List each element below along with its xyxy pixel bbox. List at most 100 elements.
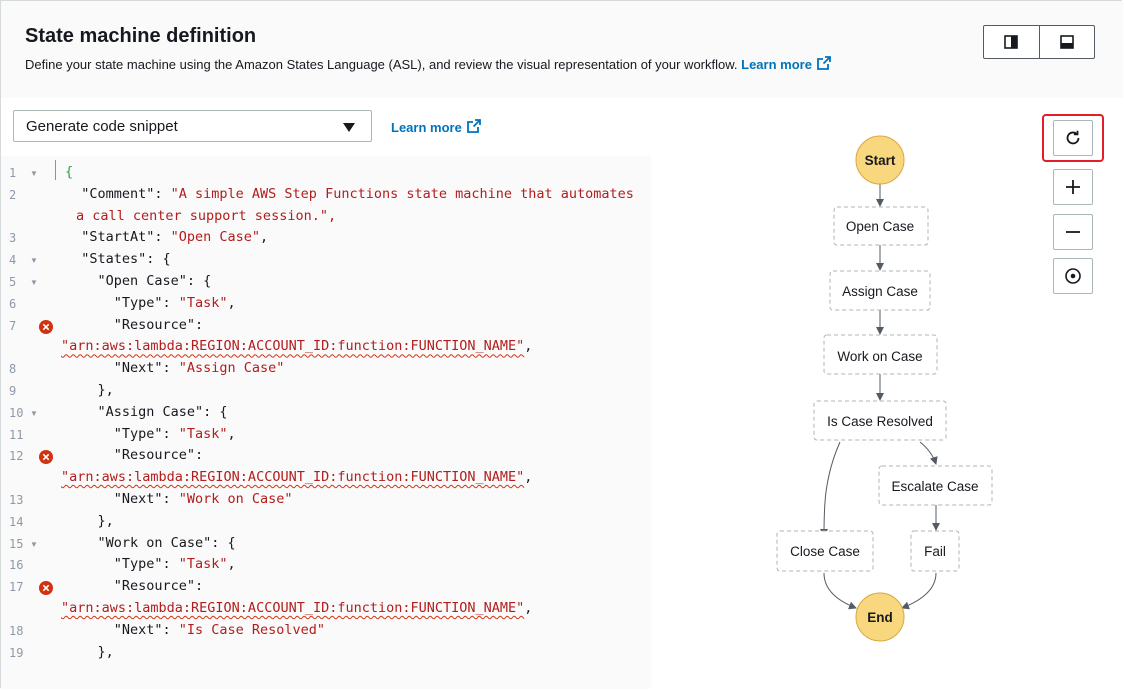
code-token: "Next":	[113, 491, 179, 507]
line-number: 8	[9, 362, 17, 377]
code-token: "Is Case Resolved"	[178, 621, 326, 638]
code-token: ,	[227, 556, 236, 573]
line-number: 12	[9, 449, 24, 464]
code-line: "arn:aws:lambda:REGION:ACCOUNT_ID:functi…	[61, 338, 532, 354]
zoom-in-icon	[1066, 180, 1080, 194]
code-token: "Assign Case"	[178, 360, 285, 377]
split-vertical-button[interactable]	[984, 26, 1039, 58]
workflow-graph: Start End Open Case Assign Case Work on …	[776, 135, 993, 642]
code-line: "Next": "Work on Case"	[114, 491, 293, 507]
snippet-learn-more-link[interactable]: Learn more	[391, 118, 482, 135]
line-number: 5	[9, 275, 17, 289]
line-number: 2	[9, 187, 17, 202]
code-editor[interactable]: 1▼{2"Comment": "A simple AWS Step Functi…	[1, 156, 651, 689]
split-horizontal-icon	[1059, 35, 1074, 49]
fold-toggle-icon[interactable]: ▼	[30, 256, 38, 266]
line-number: 15	[9, 536, 24, 551]
code-token: "Open Case": {	[97, 273, 212, 289]
error-icon[interactable]	[39, 581, 53, 596]
zoom-out-button[interactable]	[1053, 214, 1093, 250]
code-token: "Next":	[113, 360, 179, 377]
editor-toolbar: Generate code snippet Learn more	[1, 98, 651, 156]
error-icon[interactable]	[39, 319, 53, 334]
node-end-label: End	[867, 610, 893, 625]
line-number: 7	[9, 318, 17, 333]
definition-editor-pane: Generate code snippet Learn more 1▼{2"Co…	[1, 98, 653, 689]
fold-toggle-icon[interactable]: ▼	[30, 539, 38, 549]
code-token: },	[97, 382, 114, 398]
fold-toggle-icon[interactable]: ▼	[30, 169, 38, 178]
fold-toggle-icon[interactable]: ▼	[30, 278, 38, 287]
code-token: "Resource":	[113, 578, 204, 595]
node-open-case[interactable]: Open Case	[846, 219, 914, 234]
page-subtitle: Define your state machine using the Amaz…	[25, 55, 832, 72]
code-token: "Work on Case"	[178, 491, 293, 507]
external-link-icon	[466, 119, 481, 133]
code-line: "Work on Case": {	[97, 535, 235, 551]
error-icon[interactable]	[39, 450, 53, 465]
code-token: ,	[227, 425, 236, 442]
code-token: "Open Case"	[170, 229, 261, 246]
refresh-highlight-box	[1042, 114, 1104, 162]
layout-toggle-group	[983, 25, 1095, 59]
text-cursor	[55, 160, 56, 180]
node-is-case-resolved-box	[813, 400, 947, 441]
node-work-on-case-box	[823, 334, 938, 375]
center-icon	[1065, 268, 1081, 284]
code-token: "States": {	[81, 251, 171, 268]
refresh-graph-button[interactable]	[1053, 120, 1093, 156]
code-token: "Assign Case": {	[97, 403, 228, 420]
code-token: "Resource":	[113, 447, 204, 464]
line-number: 11	[9, 427, 24, 442]
code-line: "States": {	[81, 251, 170, 267]
code-token: },	[97, 512, 114, 529]
node-escalate-case[interactable]: Escalate Case	[891, 479, 978, 494]
node-end[interactable]: End	[855, 592, 905, 642]
edge-resolved-close	[820, 441, 841, 537]
code-token: "Task"	[178, 556, 228, 573]
line-number: 14	[9, 514, 24, 529]
node-is-case-resolved[interactable]: Is Case Resolved	[827, 414, 933, 429]
code-line: "Type": "Task",	[114, 426, 236, 442]
code-line: "Assign Case": {	[97, 404, 227, 420]
code-line: a call center support session.",	[76, 208, 336, 224]
node-fail[interactable]: Fail	[924, 544, 946, 559]
node-start[interactable]: Start	[855, 135, 905, 185]
code-token: "A simple AWS Step Functions state machi…	[170, 185, 634, 202]
learn-more-link[interactable]: Learn more	[741, 56, 832, 72]
edge-close-end	[823, 572, 857, 610]
code-token: "arn:aws:lambda:REGION:ACCOUNT_ID:functi…	[61, 600, 525, 616]
line-number: 10	[9, 405, 24, 420]
center-graph-button[interactable]	[1053, 258, 1093, 294]
line-number: 19	[9, 645, 24, 660]
code-line: "Next": "Assign Case"	[114, 360, 285, 376]
code-token: },	[97, 643, 114, 660]
node-assign-case-box	[829, 270, 931, 311]
fold-toggle-icon[interactable]: ▼	[30, 408, 38, 418]
code-token: ,	[227, 294, 236, 311]
node-close-case[interactable]: Close Case	[790, 544, 860, 559]
code-token: "Type":	[113, 294, 179, 311]
line-number: 16	[9, 558, 24, 573]
code-line: "StartAt": "Open Case",	[81, 229, 268, 245]
line-number: 9	[9, 384, 17, 398]
line-number: 13	[9, 493, 24, 507]
split-horizontal-button[interactable]	[1038, 26, 1095, 58]
line-number: 18	[9, 623, 24, 638]
node-work-on-case[interactable]: Work on Case	[837, 349, 922, 364]
edge-resolved-escalate	[919, 441, 938, 465]
node-escalate-case-box	[878, 465, 993, 506]
generate-code-snippet-select[interactable]: Generate code snippet	[13, 110, 372, 142]
line-number: 1	[9, 166, 17, 180]
split-vertical-icon	[1004, 35, 1019, 49]
code-line: "Next": "Is Case Resolved"	[114, 622, 325, 638]
node-assign-case[interactable]: Assign Case	[842, 284, 918, 299]
code-token: "arn:aws:lambda:REGION:ACCOUNT_ID:functi…	[61, 338, 525, 355]
caret-down-icon	[343, 123, 355, 132]
code-line: "arn:aws:lambda:REGION:ACCOUNT_ID:functi…	[61, 469, 532, 485]
code-token: "Comment":	[81, 185, 171, 202]
zoom-in-button[interactable]	[1053, 169, 1093, 205]
code-token: "Task"	[178, 294, 228, 311]
line-number: 4	[9, 253, 17, 268]
